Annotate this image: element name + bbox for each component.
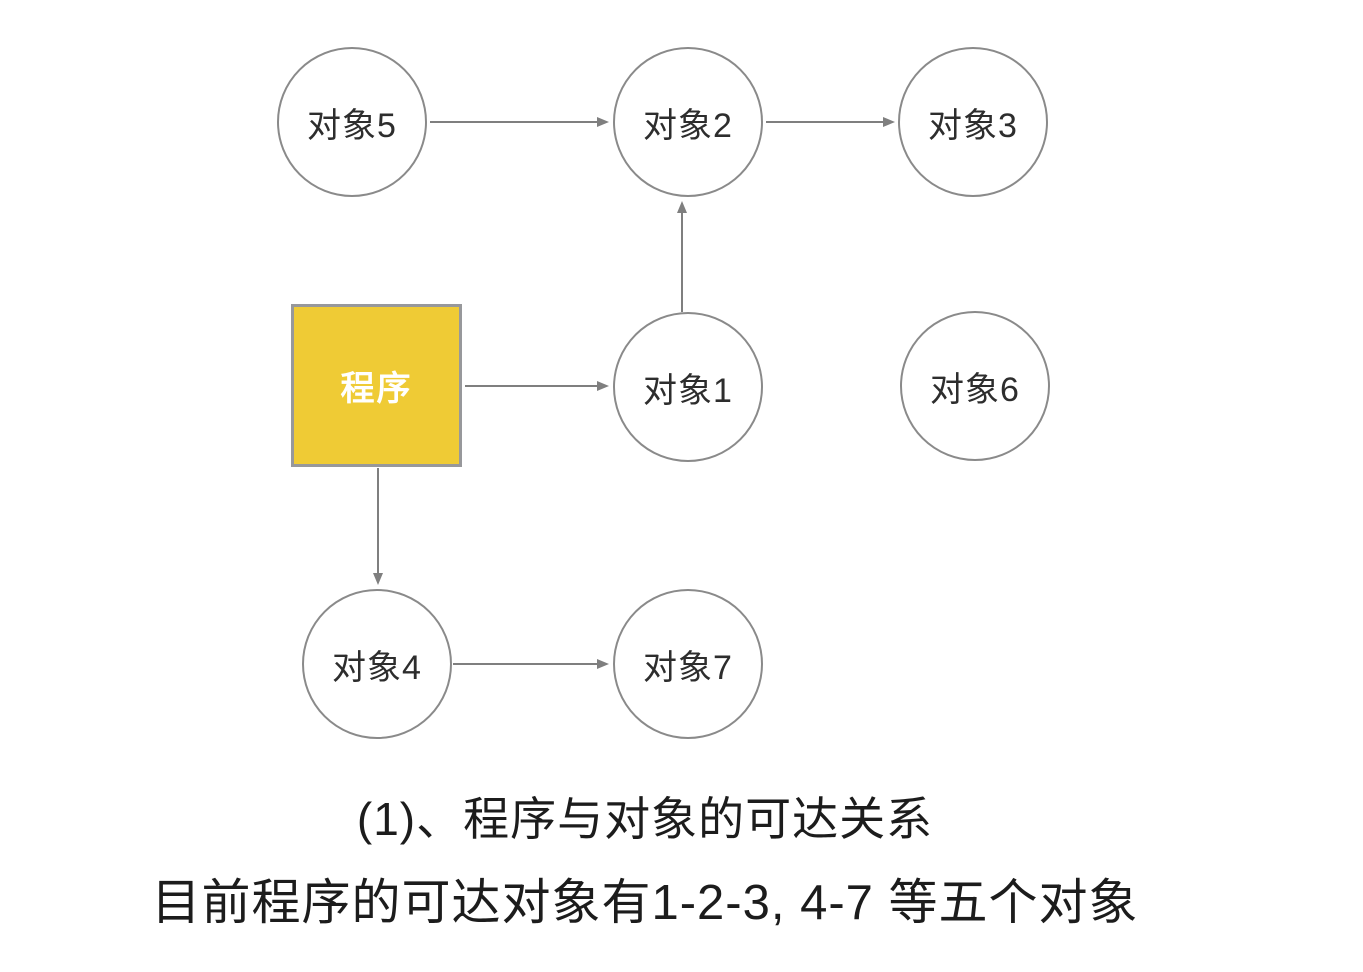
- node-program: 程序: [291, 304, 462, 467]
- node-obj5: 对象5: [277, 47, 427, 197]
- node-obj7: 对象7: [613, 589, 763, 739]
- node-obj3: 对象3: [898, 47, 1048, 197]
- node-obj6: 对象6: [900, 311, 1050, 461]
- caption-subtitle: 目前程序的可达对象有1-2-3, 4-7 等五个对象: [151, 876, 1139, 930]
- node-obj4: 对象4: [302, 589, 452, 739]
- node-obj1: 对象1: [613, 312, 763, 462]
- node-obj2: 对象2: [613, 47, 763, 197]
- caption-title: (1)、程序与对象的可达关系: [356, 793, 934, 845]
- caption-block: (1)、程序与对象的可达关系 目前程序的可达对象有1-2-3, 4-7 等五个对…: [0, 783, 1290, 934]
